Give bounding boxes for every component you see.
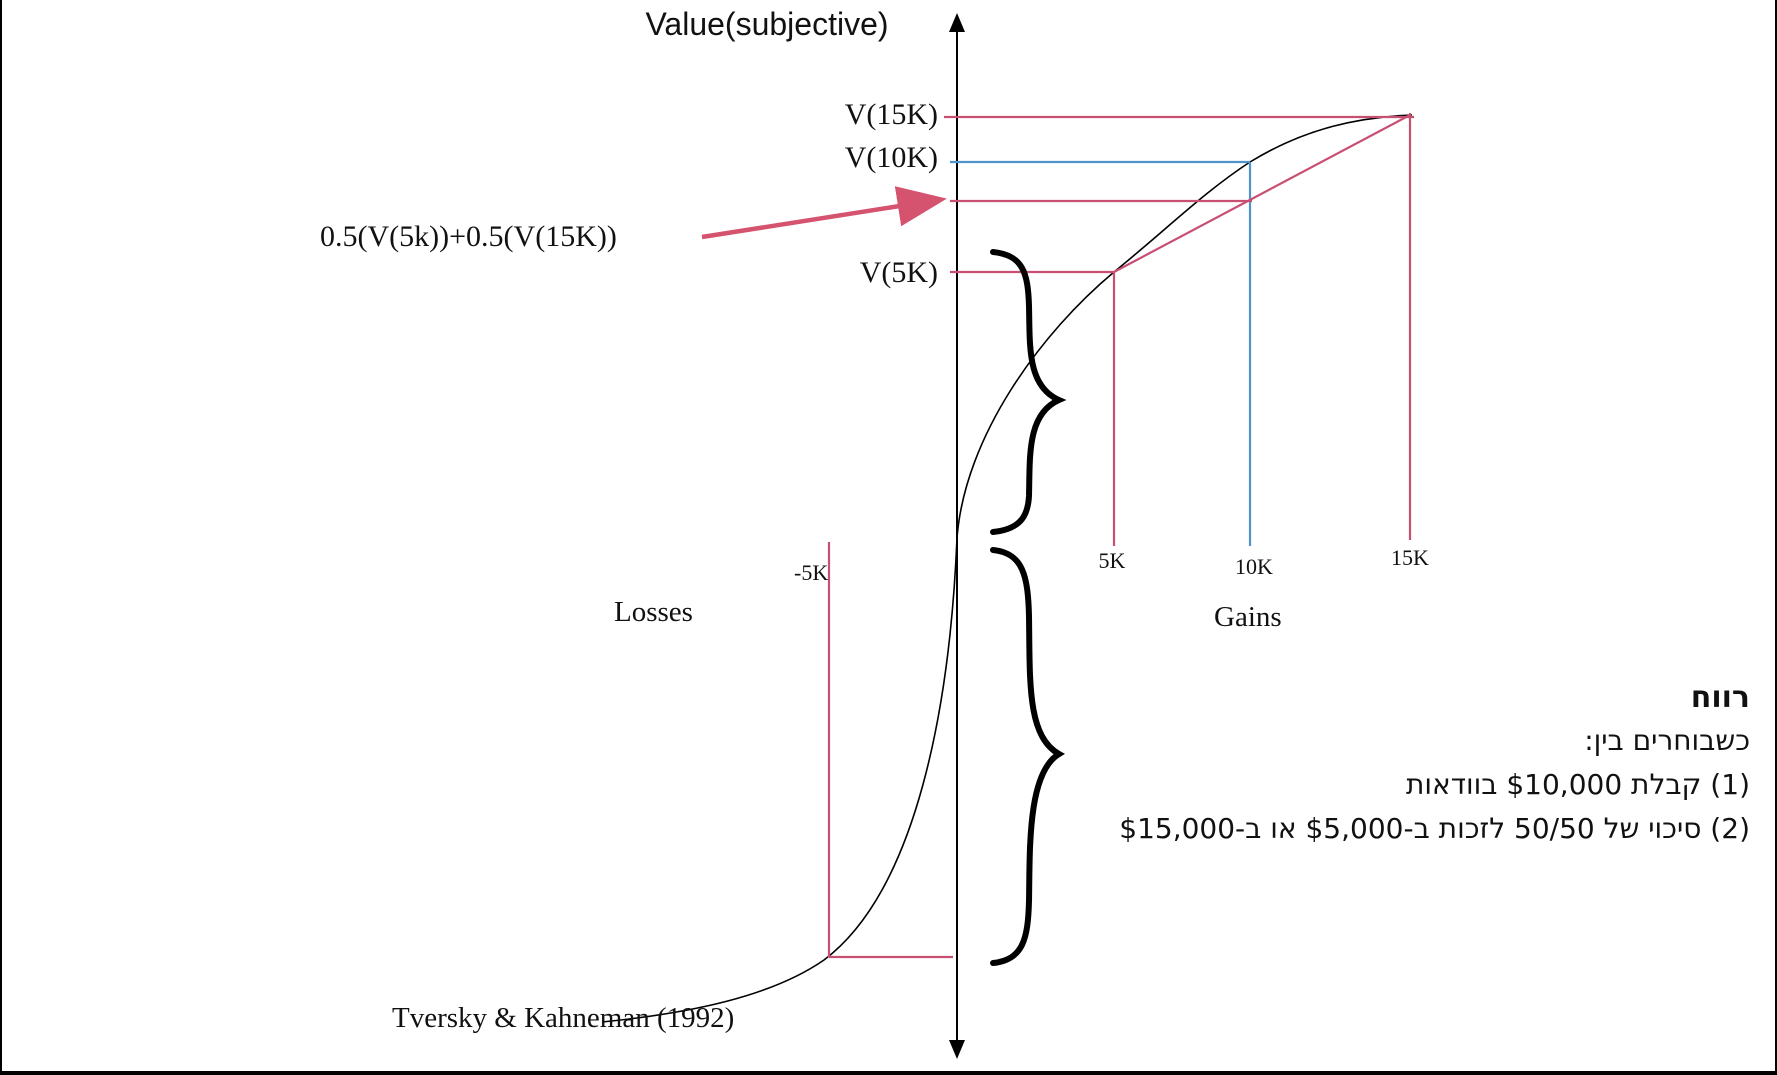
y-axis-down-arrow-icon xyxy=(949,1040,965,1059)
gain-interval-brace xyxy=(990,249,1067,535)
v5k-label: V(5K) xyxy=(859,256,938,289)
chart-title: Value(subjective) xyxy=(645,6,889,42)
y-axis-up-arrow-icon xyxy=(949,13,965,32)
v10k-label: V(10K) xyxy=(844,141,938,174)
hebrew-note-title: רווח xyxy=(1690,680,1750,715)
expected-value-formula-label: 0.5(V(5k))+0.5(V(15K)) xyxy=(320,220,617,253)
gamble-chord-line xyxy=(1113,114,1411,273)
value-curve xyxy=(601,114,1413,1023)
v15k-label: V(15K) xyxy=(844,98,938,131)
tick-minus5k-label: -5K xyxy=(794,560,829,585)
losses-label: Losses xyxy=(614,596,693,628)
hebrew-note-line2: (1) קבלת $10,000 בוודאות xyxy=(1405,768,1750,801)
credit-label: Tversky & Kahneman (1992) xyxy=(392,1002,735,1034)
gains-label: Gains xyxy=(1214,601,1282,633)
hebrew-note-line1: כשבוחרים בין: xyxy=(1584,724,1750,757)
loss-interval-brace xyxy=(990,547,1065,966)
tick-15k-label: 15K xyxy=(1391,545,1429,570)
hebrew-note-line3: (2) סיכוי של 50/50 לזכות ב-$5,000 או ב-$… xyxy=(1119,812,1750,845)
tick-10k-label: 10K xyxy=(1235,554,1273,579)
expected-value-arrow-icon xyxy=(701,186,947,240)
tick-5k-label: 5K xyxy=(1098,548,1126,573)
